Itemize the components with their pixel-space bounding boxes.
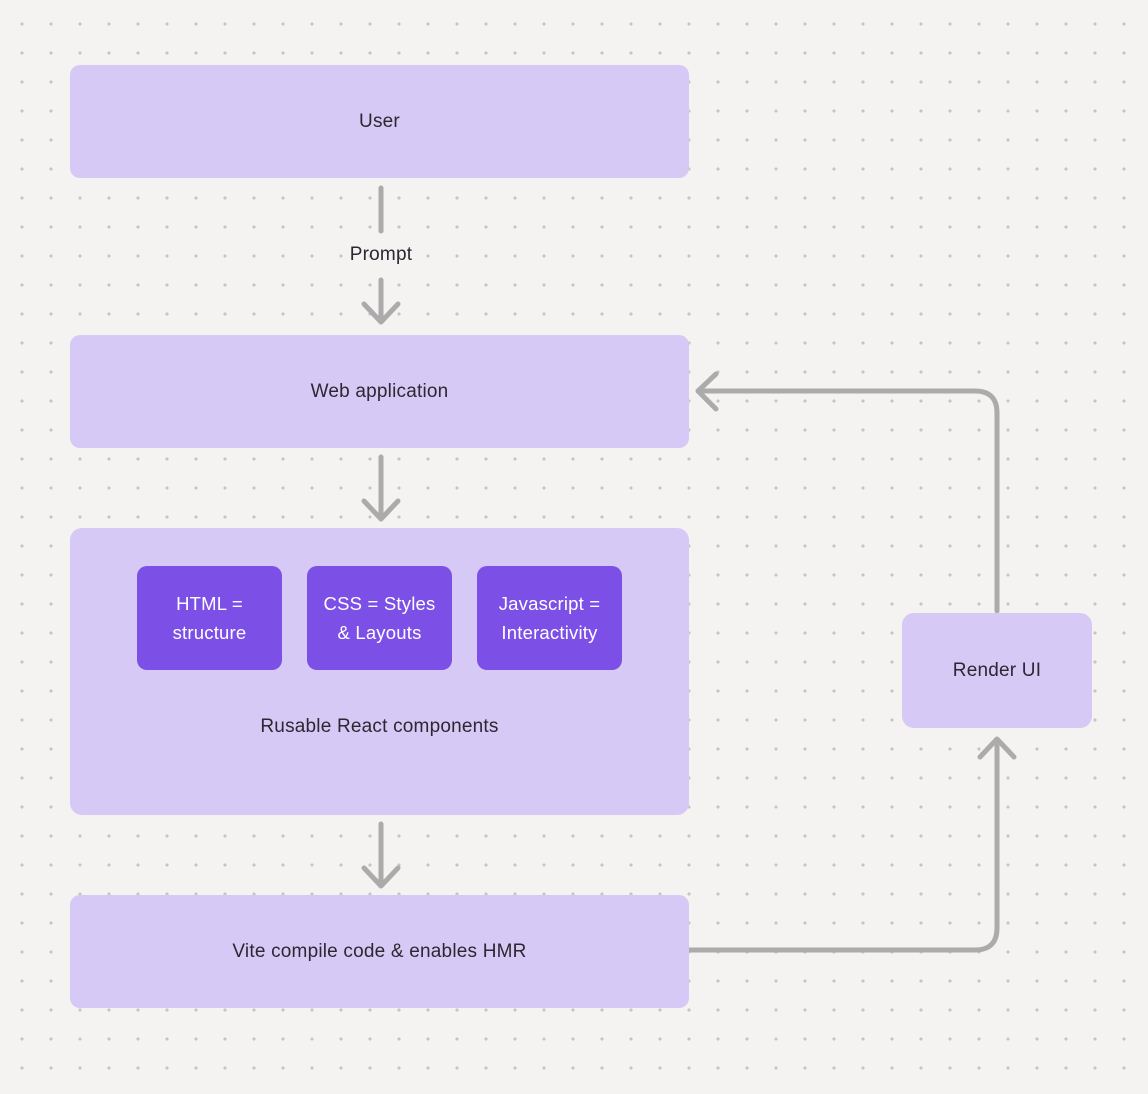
components-group-caption: Rusable React components (260, 716, 499, 737)
node-render-ui-label: Render UI (952, 659, 1042, 681)
edge-renderui-to-webapp (695, 371, 1000, 614)
node-javascript[interactable]: Javascript = Interactivity (477, 566, 622, 670)
node-web-application-label: Web application (310, 380, 449, 402)
node-vite[interactable]: Vite compile code & enables HMR (70, 895, 689, 1008)
arrow-down-into-webapp-icon (361, 277, 401, 325)
node-components-group[interactable]: HTML = structure CSS = Styles & Layouts … (70, 528, 689, 815)
node-user[interactable]: User (70, 65, 689, 178)
node-html[interactable]: HTML = structure (137, 566, 282, 670)
node-html-label: HTML = structure (172, 593, 247, 643)
node-web-application[interactable]: Web application (70, 335, 689, 448)
node-render-ui[interactable]: Render UI (902, 613, 1092, 728)
node-css-label: CSS = Styles & Layouts (323, 593, 436, 643)
node-user-label: User (359, 110, 400, 132)
node-css[interactable]: CSS = Styles & Layouts (307, 566, 452, 670)
node-vite-label: Vite compile code & enables HMR (232, 940, 527, 962)
node-javascript-label: Javascript = Interactivity (498, 593, 601, 643)
arrow-down-into-vite-icon (361, 821, 401, 889)
edge-label-prompt: Prompt (349, 244, 413, 265)
arrow-down-into-components-icon (361, 454, 401, 522)
edge-vite-to-renderui (686, 736, 1017, 953)
